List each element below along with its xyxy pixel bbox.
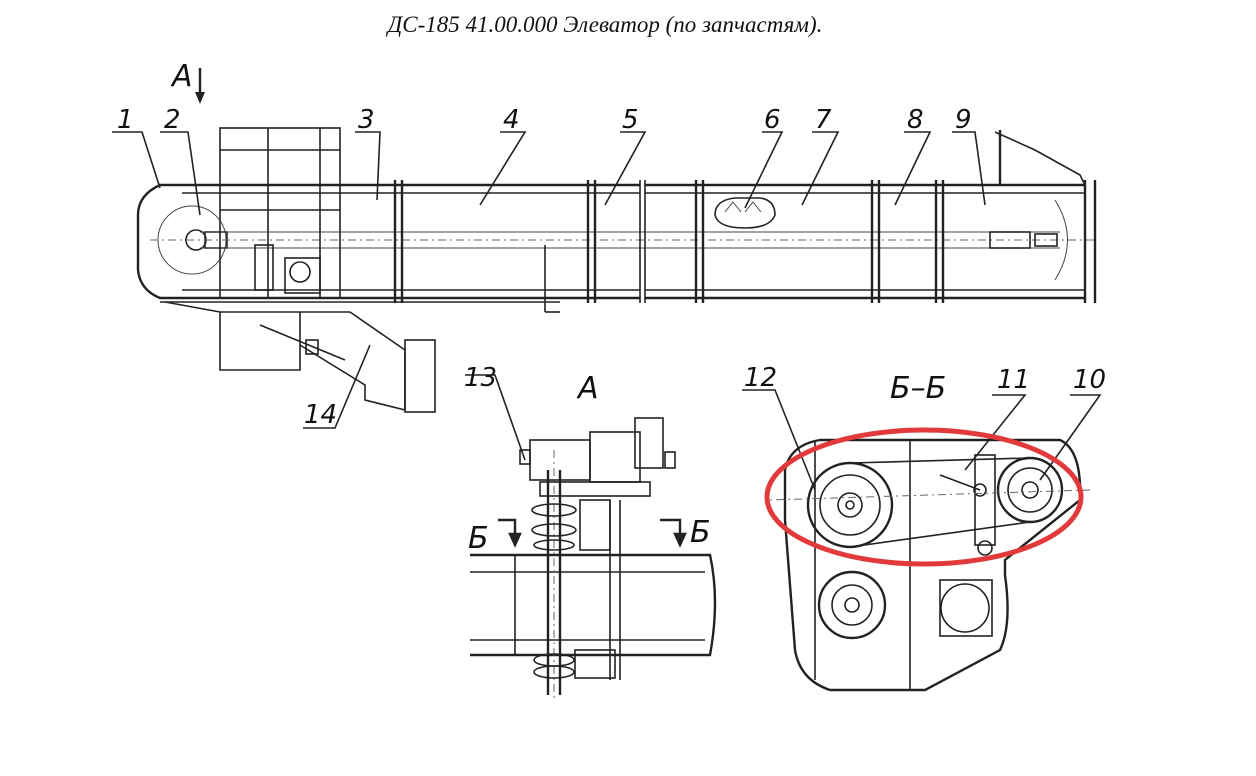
callout-6: 6 [764, 105, 781, 135]
callout-5: 5 [622, 105, 639, 135]
callout-7: 7 [815, 105, 832, 135]
view-a [465, 374, 717, 700]
callout-2: 2 [164, 105, 181, 135]
callout-13: 13 [464, 363, 497, 393]
view-a-label: А [576, 371, 599, 406]
callout-leaders [112, 131, 986, 429]
elevator-side-view [136, 68, 1097, 413]
drawing-title: ДС-185 41.00.000 Элеватор (по запчастям)… [387, 12, 823, 37]
callout-11: 11 [997, 365, 1030, 395]
view-labels: А А Б–Б Б Б [170, 59, 946, 556]
callout-8: 8 [907, 105, 924, 135]
section-bb [742, 389, 1102, 692]
view-a-arrow-label: А [170, 59, 193, 94]
callout-labels: 1 2 3 4 5 6 7 8 9 10 11 12 13 14 [117, 105, 1106, 430]
callout-14: 14 [304, 400, 337, 430]
callout-1: 1 [117, 105, 134, 135]
callout-4: 4 [503, 105, 520, 135]
callout-10: 10 [1073, 365, 1106, 395]
highlight-ellipse [764, 427, 1084, 567]
callout-12: 12 [744, 363, 777, 393]
cut-left-label: Б [468, 521, 489, 556]
callout-9: 9 [955, 105, 972, 135]
section-bb-label: Б–Б [890, 371, 946, 406]
callout-3: 3 [358, 105, 375, 135]
cut-right-label: Б [690, 515, 711, 550]
